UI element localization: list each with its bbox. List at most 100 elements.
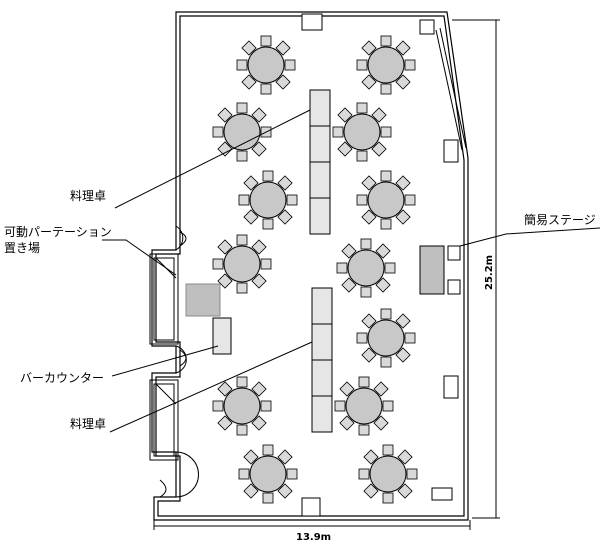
round-tables xyxy=(212,35,418,504)
chair xyxy=(339,415,355,431)
chair xyxy=(361,74,377,90)
chair xyxy=(380,218,392,230)
chair xyxy=(373,415,389,431)
chair xyxy=(277,483,293,499)
chair xyxy=(356,194,368,206)
chair xyxy=(356,332,368,344)
round-table xyxy=(334,376,394,436)
chair xyxy=(251,239,267,255)
round-table xyxy=(356,308,416,368)
chair xyxy=(260,400,272,412)
doors xyxy=(159,225,199,498)
chair xyxy=(286,194,298,206)
chair xyxy=(262,170,274,182)
chair xyxy=(286,468,298,480)
chair xyxy=(384,262,396,274)
chair xyxy=(404,59,416,71)
chair xyxy=(217,107,233,123)
round-table xyxy=(332,102,392,162)
chair xyxy=(217,381,233,397)
chair xyxy=(373,381,389,397)
food-table-top xyxy=(309,89,331,235)
chair xyxy=(262,444,274,456)
chair xyxy=(380,35,392,47)
table-top xyxy=(345,387,383,425)
chair xyxy=(371,107,387,123)
chair xyxy=(341,277,357,293)
chair xyxy=(375,277,391,293)
chair xyxy=(395,74,411,90)
table-top xyxy=(343,113,381,151)
chair xyxy=(217,415,233,431)
round-table xyxy=(356,170,416,230)
chair xyxy=(243,209,259,225)
chair xyxy=(236,102,248,114)
chair xyxy=(277,209,293,225)
chair xyxy=(395,175,411,191)
chair xyxy=(380,83,392,95)
partition-storage-area xyxy=(185,283,221,317)
chair xyxy=(358,376,370,388)
round-table xyxy=(356,35,416,95)
table-top xyxy=(367,46,405,84)
bar-counter-top xyxy=(149,253,179,345)
chair xyxy=(243,483,259,499)
chair xyxy=(212,400,224,412)
chair xyxy=(395,209,411,225)
chair xyxy=(361,40,377,56)
table-top xyxy=(223,387,261,425)
chair xyxy=(262,492,274,504)
chair xyxy=(277,175,293,191)
chair xyxy=(404,194,416,206)
chair xyxy=(361,209,377,225)
round-table xyxy=(238,170,298,230)
round-table xyxy=(212,376,272,436)
chair xyxy=(212,258,224,270)
chair xyxy=(358,424,370,436)
chair xyxy=(337,107,353,123)
chair xyxy=(251,415,267,431)
chair xyxy=(241,40,257,56)
chair xyxy=(395,313,411,329)
chair xyxy=(243,175,259,191)
partition-label-line1: 可動パーテーション xyxy=(4,225,112,239)
stage xyxy=(419,245,461,295)
chair xyxy=(382,400,394,412)
chair xyxy=(358,468,370,480)
chair xyxy=(363,483,379,499)
chair xyxy=(382,444,394,456)
food-table-bottom-label: 料理卓 xyxy=(70,417,106,431)
chair xyxy=(238,468,250,480)
chair xyxy=(212,126,224,138)
food-table-top-label: 料理卓 xyxy=(70,189,106,203)
round-table xyxy=(336,238,396,298)
chair xyxy=(371,141,387,157)
chair xyxy=(395,347,411,363)
table-top xyxy=(369,455,407,493)
height-dimension: 25.2m xyxy=(484,255,495,290)
bar-counter-bottom xyxy=(149,379,179,461)
chair xyxy=(262,218,274,230)
chair xyxy=(332,126,344,138)
round-table xyxy=(212,234,272,294)
bar-counter-label: バーカウンター xyxy=(20,371,104,385)
chair xyxy=(406,468,418,480)
chair xyxy=(236,234,248,246)
table-top xyxy=(367,319,405,357)
chair xyxy=(217,239,233,255)
table-top xyxy=(223,113,261,151)
chair xyxy=(251,381,267,397)
bar-counter-unit xyxy=(212,317,232,355)
chair xyxy=(404,332,416,344)
wall-fixtures xyxy=(301,13,467,517)
chair xyxy=(380,308,392,320)
chair xyxy=(361,313,377,329)
round-table xyxy=(236,35,296,95)
round-table xyxy=(358,444,418,504)
chair xyxy=(251,273,267,289)
chair xyxy=(260,258,272,270)
chair xyxy=(337,141,353,157)
chair xyxy=(360,286,372,298)
chair xyxy=(363,449,379,465)
width-dimension: 13.9m xyxy=(296,532,331,543)
